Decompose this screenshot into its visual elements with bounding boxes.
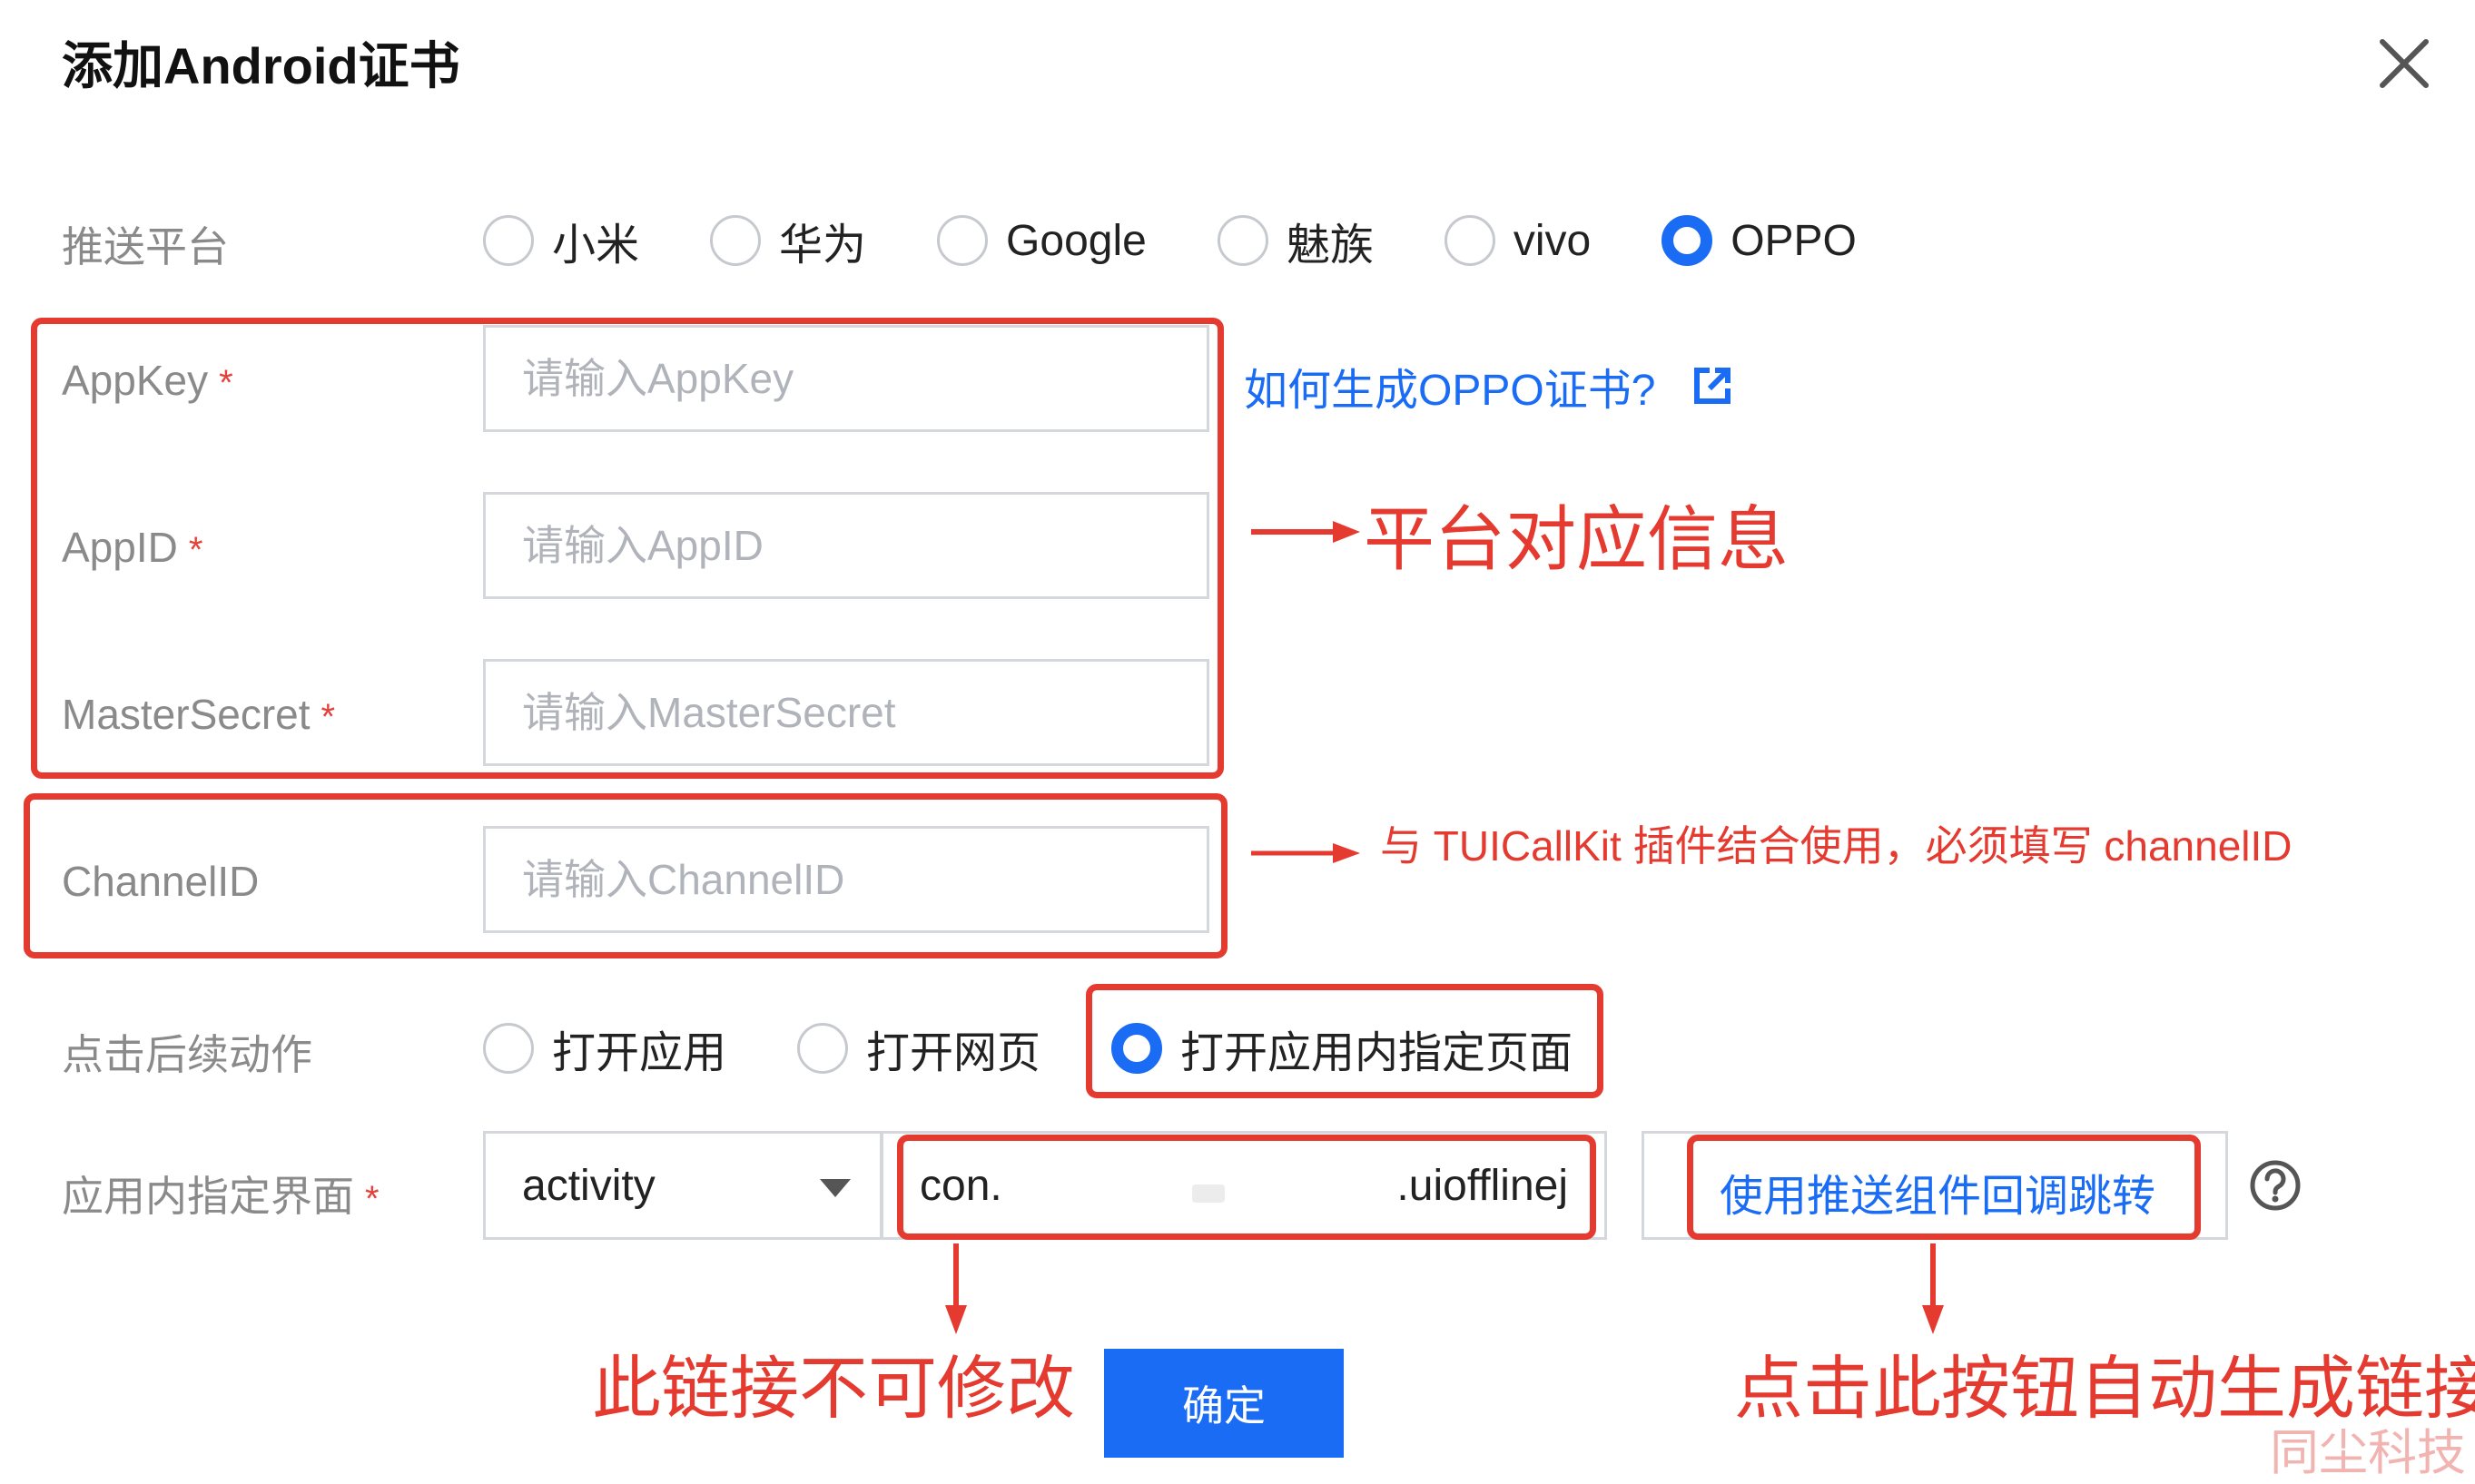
radio-label: 打开应用 bbox=[552, 1029, 727, 1077]
page-link-prefix: con. bbox=[920, 1162, 1002, 1210]
channelid-highlight bbox=[24, 793, 1228, 958]
required-mark: * bbox=[320, 697, 336, 737]
radio-dot bbox=[1111, 1023, 1163, 1074]
external-link-icon bbox=[1694, 368, 1731, 404]
question-circle-icon[interactable] bbox=[2248, 1158, 2302, 1213]
radio-dot bbox=[710, 215, 762, 266]
platform-option-meizu[interactable]: 魅族 bbox=[1217, 209, 1374, 272]
help-link-text: 如何生成OPPO证书? bbox=[1244, 367, 1656, 415]
annotation-channel-note: 与 TUICallKit 插件结合使用，必须填写 channelID bbox=[1380, 822, 2293, 870]
appkey-label-text: AppKey bbox=[62, 357, 209, 404]
required-mark: * bbox=[188, 530, 203, 570]
blur-mark bbox=[1192, 1184, 1225, 1203]
platform-option-xiaomi[interactable]: 小米 bbox=[483, 209, 639, 272]
radio-label: 魅族 bbox=[1286, 221, 1374, 270]
radio-dot bbox=[937, 215, 989, 266]
arrow-right-icon bbox=[1251, 843, 1360, 863]
click-action-open-web[interactable]: 打开网页 bbox=[797, 1017, 1040, 1080]
radio-label: 华为 bbox=[779, 221, 867, 270]
page-type-value: activity bbox=[522, 1161, 656, 1210]
dialog-title: 添加Android证书 bbox=[62, 37, 460, 94]
mastersecret-input[interactable] bbox=[483, 659, 1209, 766]
page-link-field: con. .uiofflinej bbox=[881, 1131, 1607, 1240]
radio-label: 打开应用内指定页面 bbox=[1180, 1029, 1573, 1077]
platform-fields-highlight bbox=[31, 318, 1224, 779]
radio-label: 打开网页 bbox=[866, 1029, 1041, 1077]
caret-down-icon bbox=[820, 1179, 851, 1197]
platform-option-oppo[interactable]: OPPO bbox=[1662, 215, 1857, 266]
annotation-platform-info: 平台对应信息 bbox=[1364, 499, 1790, 579]
inapp-page-label: 应用内指定界面 * bbox=[62, 1164, 380, 1224]
callback-button-highlight bbox=[1687, 1135, 2201, 1240]
appid-input[interactable] bbox=[483, 492, 1209, 599]
page-type-select[interactable]: activity bbox=[483, 1131, 883, 1240]
annotation-link-note: 此链接不可修改 bbox=[592, 1351, 1075, 1428]
arrow-right-icon bbox=[1251, 521, 1360, 543]
appid-label: AppID* bbox=[62, 523, 202, 572]
radio-label: 小米 bbox=[552, 221, 640, 270]
mastersecret-label-text: MasterSecret bbox=[62, 691, 311, 738]
platform-option-huawei[interactable]: 华为 bbox=[710, 209, 866, 272]
radio-dot bbox=[483, 1023, 534, 1074]
radio-dot bbox=[1217, 215, 1268, 266]
click-action-radio-group: 打开应用 打开网页 打开应用内指定页面 bbox=[483, 1017, 1573, 1080]
mastersecret-label: MasterSecret* bbox=[62, 690, 335, 739]
radio-dot bbox=[1444, 215, 1495, 266]
appkey-input[interactable] bbox=[483, 325, 1209, 432]
radio-dot bbox=[483, 215, 534, 266]
radio-dot bbox=[1662, 215, 1713, 266]
required-mark: * bbox=[219, 363, 233, 403]
click-action-label: 点击后续动作 bbox=[62, 1031, 312, 1078]
confirm-button[interactable]: 确定 bbox=[1104, 1349, 1344, 1458]
appid-label-text: AppID bbox=[62, 524, 178, 571]
callback-jump-button[interactable]: 使用推送组件回调跳转 bbox=[1720, 1173, 2156, 1221]
close-icon bbox=[2380, 39, 2429, 88]
click-action-open-inapp-page[interactable]: 打开应用内指定页面 bbox=[1111, 1017, 1573, 1080]
page-link-highlight bbox=[897, 1135, 1596, 1240]
annotation-button-note: 点击此按钮自动生成链接 bbox=[1734, 1351, 2475, 1428]
radio-label: Google bbox=[1006, 216, 1147, 265]
arrow-down-icon bbox=[1922, 1243, 1944, 1334]
appkey-label: AppKey* bbox=[62, 356, 233, 405]
channelid-input[interactable] bbox=[483, 826, 1209, 933]
channelid-label: ChannelID bbox=[62, 858, 260, 905]
platform-option-google[interactable]: Google bbox=[937, 215, 1147, 266]
inapp-page-label-text: 应用内指定界面 bbox=[62, 1173, 354, 1220]
platform-option-vivo[interactable]: vivo bbox=[1444, 215, 1592, 266]
click-action-open-app[interactable]: 打开应用 bbox=[483, 1017, 726, 1080]
required-mark: * bbox=[365, 1179, 380, 1219]
radio-dot bbox=[797, 1023, 849, 1074]
close-button[interactable] bbox=[2368, 27, 2440, 100]
arrow-down-icon bbox=[945, 1243, 967, 1334]
platform-label: 推送平台 bbox=[62, 223, 229, 270]
platform-radio-group: 小米 华为 Google 魅族 vivo OPPO bbox=[483, 209, 1857, 272]
help-link-oppo[interactable]: 如何生成OPPO证书? bbox=[1244, 354, 1733, 418]
watermark: 同尘科技 bbox=[2270, 1424, 2466, 1481]
selected-action-highlight bbox=[1086, 984, 1603, 1098]
page-link-suffix: .uiofflinej bbox=[1396, 1162, 1568, 1210]
radio-label: vivo bbox=[1513, 216, 1592, 265]
radio-label: OPPO bbox=[1731, 216, 1857, 265]
